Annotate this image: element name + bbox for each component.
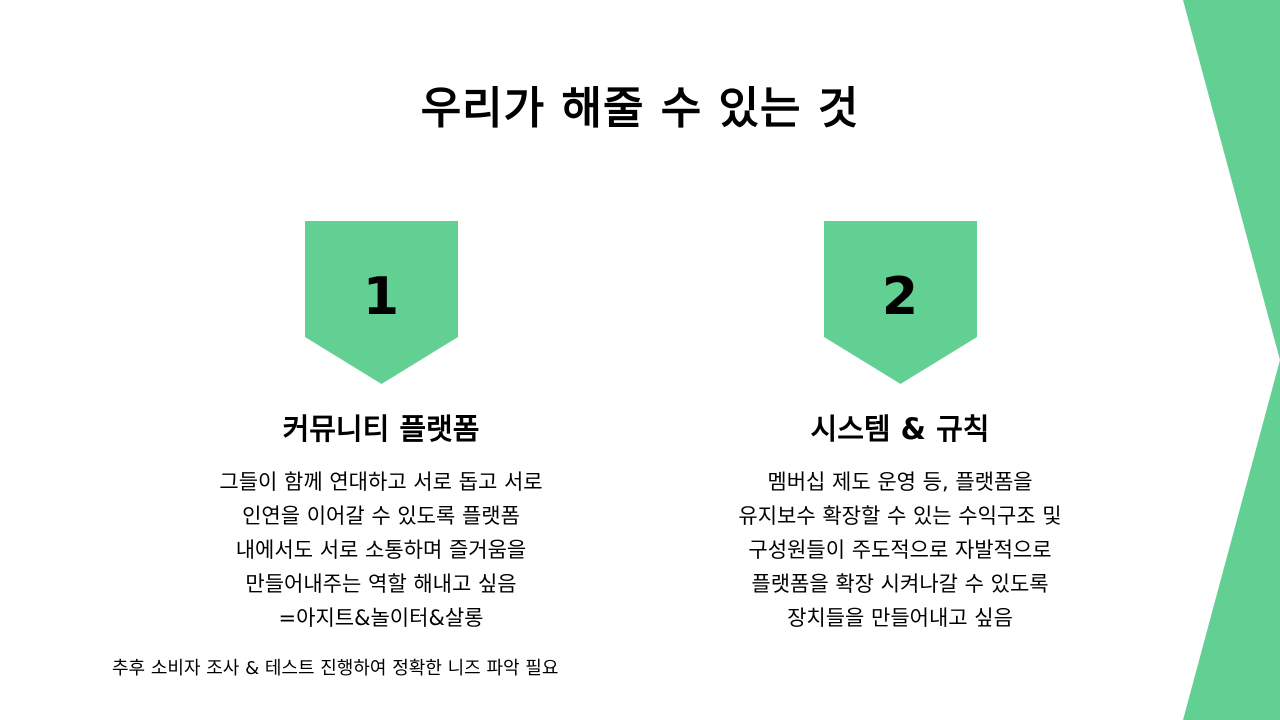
- card-system-rules: 2 시스템 & 규칙 멤버십 제도 운영 등, 플랫폼을 유지보수 확장할 수 …: [660, 221, 1140, 635]
- badge-number: 1: [362, 267, 400, 327]
- description-line: 플랫폼을 확장 시켜나갈 수 있도록: [751, 572, 1049, 596]
- description-line: 구성원들이 주도적으로 자발적으로: [748, 538, 1052, 562]
- card-title: 시스템 & 규칙: [810, 412, 990, 446]
- footnote: 추후 소비자 조사 & 테스트 진행하여 정확한 니즈 파악 필요: [112, 658, 559, 679]
- badge-pentagon-shape: [304, 221, 458, 384]
- description-line: 만들어내주는 역할 해내고 싶음: [245, 572, 517, 596]
- card-description: 그들이 함께 연대하고 서로 돕고 서로 인연을 이어갈 수 있도록 플랫폼 내…: [141, 465, 621, 635]
- description-line: 유지보수 확장할 수 있는 수익구조 및: [738, 504, 1062, 528]
- description-line: 장치들을 만들어내고 싶음: [787, 606, 1013, 630]
- card-title: 커뮤니티 플랫폼: [282, 412, 480, 446]
- badge-pentagon-shape: [823, 221, 977, 384]
- description-line: 인연을 이어갈 수 있도록 플랫폼: [242, 504, 520, 528]
- card-community-platform: 1 커뮤니티 플랫폼 그들이 함께 연대하고 서로 돕고 서로 인연을 이어갈 …: [141, 221, 621, 635]
- slide-title: 우리가 해줄 수 있는 것: [420, 83, 860, 134]
- description-line: 멤버십 제도 운영 등, 플랫폼을: [767, 470, 1033, 494]
- number-badge: 1: [304, 221, 458, 384]
- badge-number: 2: [881, 267, 919, 327]
- description-line: 내에서도 서로 소통하며 즐거움을: [235, 538, 527, 562]
- description-line: =아지트&놀이터&살롱: [278, 606, 484, 630]
- card-description: 멤버십 제도 운영 등, 플랫폼을 유지보수 확장할 수 있는 수익구조 및 구…: [660, 465, 1140, 635]
- number-badge: 2: [823, 221, 977, 384]
- description-line: 그들이 함께 연대하고 서로 돕고 서로: [219, 470, 543, 494]
